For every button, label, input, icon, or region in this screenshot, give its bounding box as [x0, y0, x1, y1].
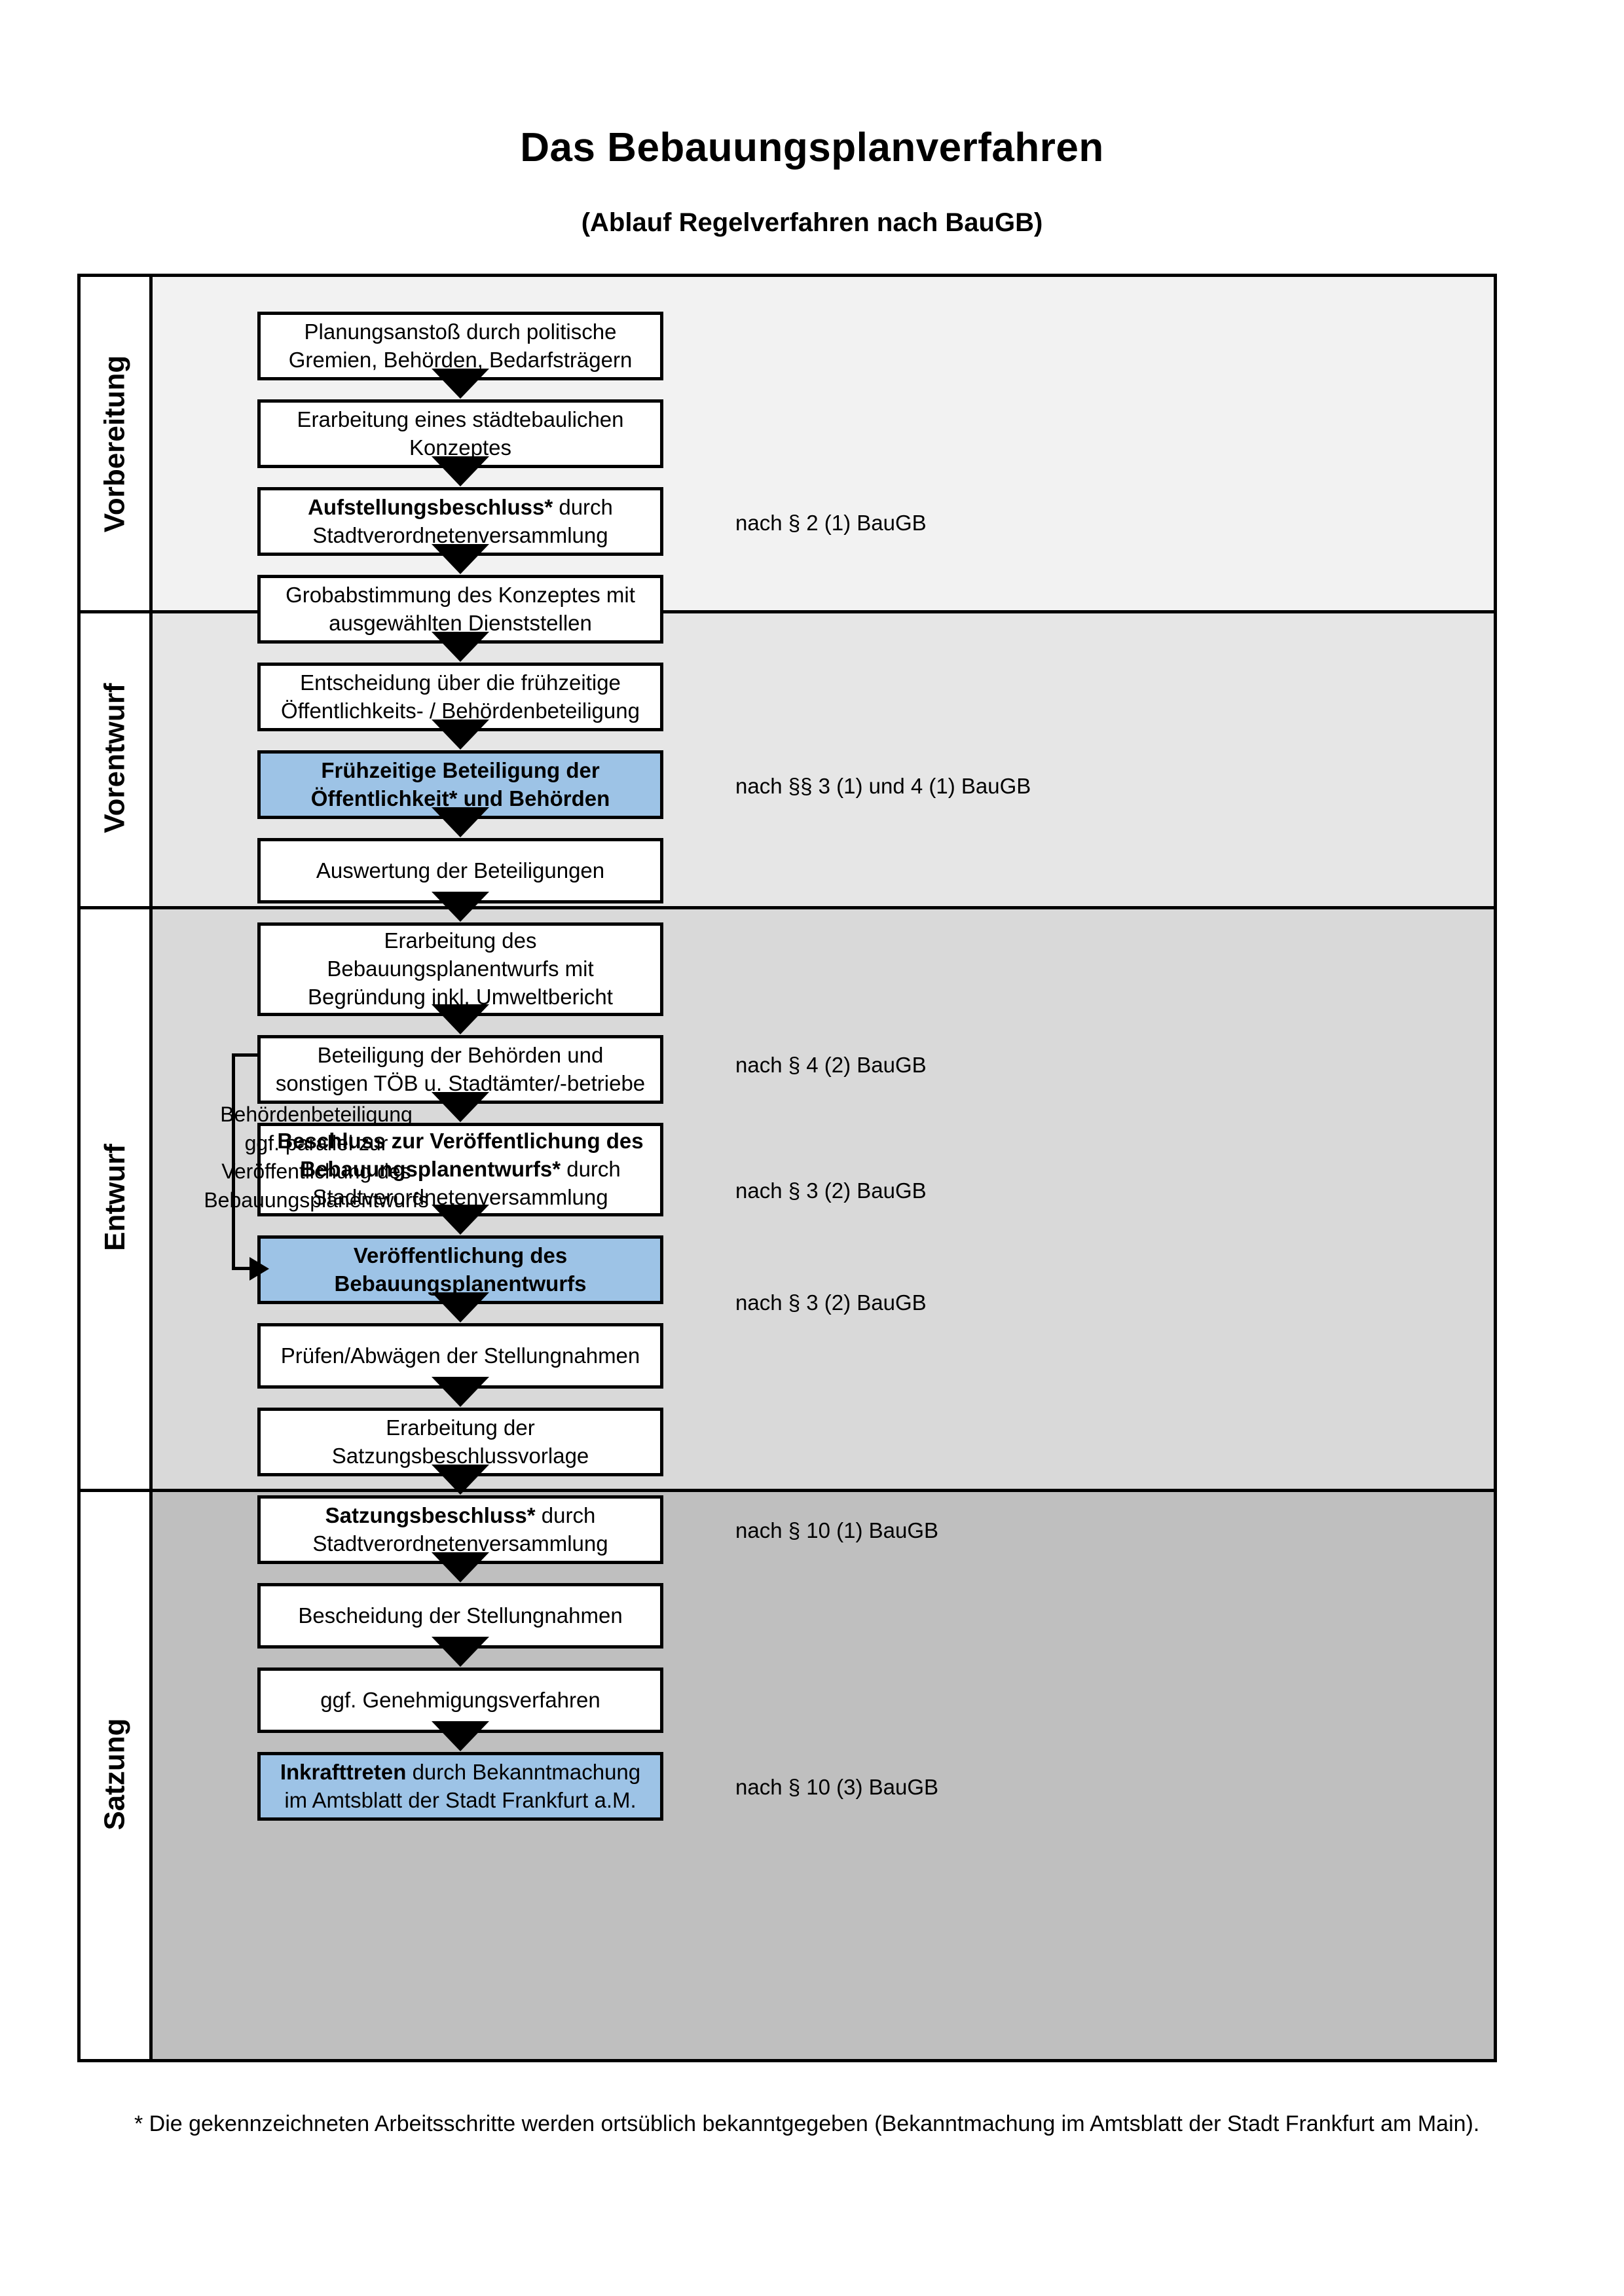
legal-ref-par2-1: nach § 2 (1) BauGB: [735, 511, 927, 535]
node-line-strong: Satzungsbeschluss*: [325, 1503, 536, 1527]
node-line: Entscheidung über die frühzeitige: [300, 670, 621, 695]
node-line-strong: Öffentlichkeit* und Behörden: [310, 786, 610, 811]
node-line-strong: Beschluss zur Veröffentlichung des: [277, 1129, 644, 1154]
flow-node-erarbeitung-bebauungsplanentwurf[interactable]: Erarbeitung des Bebauungsplanentwurfs mi…: [257, 922, 663, 1016]
flowchart-frame: Vorbereitung Vorentwurf Entwurf Satzung …: [77, 274, 1497, 2062]
flow-arrow-down-icon: [432, 1552, 489, 1582]
flow-node-beschluss-veroeffentlichung[interactable]: Beschluss zur Veröffentlichung des Bebau…: [257, 1123, 663, 1216]
flow-node-inkrafttreten[interactable]: Inkrafttreten durch Bekanntmachung im Am…: [257, 1752, 663, 1821]
stage-label-text: Satzung: [98, 1717, 131, 1831]
node-line-strong: Inkrafttreten: [280, 1759, 407, 1784]
flow-arrow-down-icon: [432, 892, 489, 922]
note-line: ggf. parallel zur: [244, 1131, 388, 1155]
node-line: Öffentlichkeits- / Behördenbeteiligung: [281, 698, 640, 723]
stage-label-satzung: Satzung: [81, 1489, 149, 2059]
flow-arrow-down-icon: [432, 807, 489, 837]
node-line-strong: Aufstellungsbeschluss*: [308, 494, 553, 519]
stage-separator: [81, 1489, 1494, 1492]
flow-arrow-down-icon: [432, 632, 489, 662]
legal-ref-par3-2-a: nach § 3 (2) BauGB: [735, 1178, 927, 1203]
node-line: Bebauungsplanentwurfs mit: [327, 957, 594, 981]
flow-arrow-down-icon: [432, 1637, 489, 1667]
node-line: im Amtsblatt der Stadt Frankfurt a.M.: [284, 1787, 637, 1812]
node-line: Planungsanstoß durch politische: [304, 319, 617, 344]
node-line: durch Bekanntmachung: [406, 1759, 641, 1784]
node-line: ausgewählten Dienststellen: [329, 610, 592, 635]
node-line: Grobabstimmung des Konzeptes mit: [286, 582, 635, 607]
node-line: Bescheidung der Stellungnahmen: [298, 1603, 623, 1628]
node-line: durch: [553, 494, 613, 519]
footnote: * Die gekennzeichneten Arbeitsschritte w…: [134, 2111, 1480, 2136]
legal-ref-par10-1: nach § 10 (1) BauGB: [735, 1518, 939, 1542]
node-line: Erarbeitung des: [384, 928, 537, 953]
legal-ref-par3-2-b: nach § 3 (2) BauGB: [735, 1290, 927, 1315]
legal-ref-par10-3: nach § 10 (3) BauGB: [735, 1775, 939, 1799]
note-line: Veröffentlichung des: [221, 1159, 411, 1184]
node-line: Prüfen/Abwägen der Stellungnahmen: [280, 1343, 640, 1368]
stage-label-text: Vorentwurf: [98, 683, 131, 833]
flow-arrow-down-icon: [432, 544, 489, 574]
flow-node-satzungsbeschluss[interactable]: Satzungsbeschluss* durch Stadtverordnete…: [257, 1495, 663, 1564]
node-line: Stadtverordnetenversammlung: [312, 1531, 608, 1556]
node-line-strong: Bebauungsplanentwurfs*: [300, 1157, 561, 1182]
stage-label-vorentwurf: Vorentwurf: [81, 610, 149, 906]
node-line: Erarbeitung eines städtebaulichen: [297, 407, 624, 431]
node-line-strong: Frühzeitige Beteiligung der: [321, 757, 600, 782]
flow-arrow-down-icon: [432, 1721, 489, 1751]
node-line: Gremien, Behörden, Bedarfsträgern: [288, 347, 633, 372]
stage-separator: [81, 610, 1494, 613]
node-line: Erarbeitung der: [386, 1415, 535, 1440]
flow-arrow-down-icon: [432, 1004, 489, 1034]
stage-label-vorbereitung: Vorbereitung: [81, 277, 149, 610]
page-subtitle: (Ablauf Regelverfahren nach BauGB): [581, 208, 1043, 237]
entwurf-side-note: Behördenbeteiligung ggf. parallel zur Ve…: [175, 1101, 457, 1214]
node-line: Konzeptes: [409, 435, 511, 460]
node-line: ggf. Genehmigungsverfahren: [320, 1687, 600, 1712]
note-line: Bebauungsplanentwurfs: [204, 1188, 429, 1212]
bracket-horizontal-bottom: [232, 1267, 253, 1270]
flow-node-planungsanstoss[interactable]: Planungsanstoß durch politische Gremien,…: [257, 312, 663, 380]
legal-ref-par4-2: nach § 4 (2) BauGB: [735, 1053, 927, 1077]
node-line: sonstigen TÖB u. Stadtämter/-betriebe: [275, 1070, 646, 1095]
flow-arrow-down-icon: [432, 456, 489, 486]
node-line: Satzungsbeschlussvorlage: [331, 1443, 589, 1468]
node-line-strong: Bebauungsplanentwurfs: [334, 1271, 587, 1296]
gutter-divider: [149, 277, 153, 2059]
node-line: durch: [535, 1503, 596, 1527]
flow-arrow-down-icon: [432, 369, 489, 399]
node-line: Stadtverordnetenversammlung: [312, 522, 608, 547]
flow-arrow-down-icon: [432, 1465, 489, 1495]
node-line: durch: [561, 1157, 621, 1182]
stage-separator: [81, 906, 1494, 909]
stage-label-text: Entwurf: [98, 1144, 131, 1251]
flow-arrow-down-icon: [432, 1092, 489, 1122]
node-line: Auswertung der Beteiligungen: [316, 858, 605, 883]
stage-label-entwurf: Entwurf: [81, 906, 149, 1489]
node-line: Beteiligung der Behörden und: [317, 1042, 604, 1067]
flow-arrow-down-icon: [432, 1377, 489, 1407]
page-title: Das Bebauungsplanverfahren: [520, 125, 1104, 170]
flow-arrow-down-icon: [432, 1292, 489, 1322]
note-line: Behördenbeteiligung: [220, 1102, 413, 1126]
bracket-vertical: [232, 1053, 235, 1270]
flow-arrow-down-icon: [432, 1205, 489, 1235]
legal-ref-par3-1-4-1: nach §§ 3 (1) und 4 (1) BauGB: [735, 774, 1031, 798]
bracket-horizontal-top: [232, 1053, 261, 1057]
bracket-arrow-icon: [249, 1257, 269, 1281]
stage-label-text: Vorbereitung: [98, 355, 131, 532]
node-line-strong: Veröffentlichung des: [353, 1243, 568, 1267]
flow-arrow-down-icon: [432, 720, 489, 750]
flow-node-beteiligung-behoerden-toeb[interactable]: Beteiligung der Behörden und sonstigen T…: [257, 1035, 663, 1104]
flow-node-veroeffentlichung-entwurf[interactable]: Veröffentlichung des Bebauungsplanentwur…: [257, 1235, 663, 1304]
